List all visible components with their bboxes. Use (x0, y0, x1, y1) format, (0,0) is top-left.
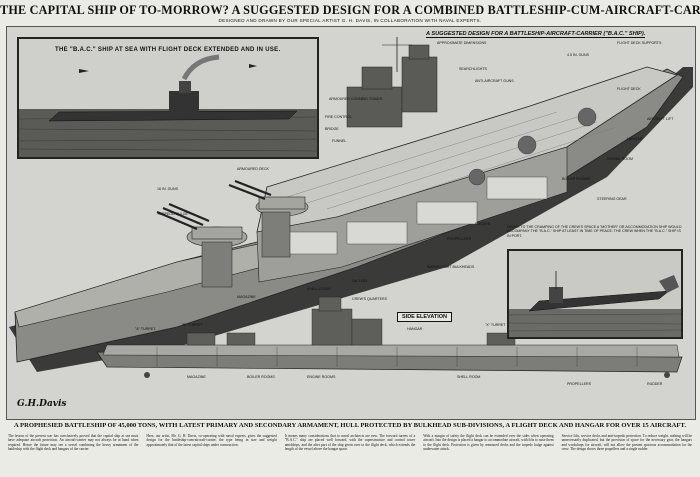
label: TORPEDO BULGE (157, 212, 188, 216)
elevation-label: HANGAR (407, 327, 423, 331)
label: BOILER ROOMS (562, 177, 590, 181)
elevation-label: "X" TURRET (485, 323, 506, 327)
label: ARMOURED CONNING TOWER (329, 97, 383, 101)
elevation-label: MAGAZINE (187, 375, 206, 379)
elevation-label: "B" TURRET (182, 323, 203, 327)
article-column: Service lifts, service decks and anti-to… (561, 434, 692, 451)
article-column: The lesson of the present war has conclu… (8, 434, 139, 451)
label: AIRCRAFT LIFT (647, 117, 674, 121)
label: HANGAR (627, 137, 643, 141)
label: WATER-TIGHT BULKHEADS (427, 265, 475, 269)
elevation-label: PROPELLERS (567, 382, 591, 386)
label: OIL FUEL (352, 279, 368, 283)
label: SHELL ROOM (307, 287, 331, 291)
side-elevation-label: SIDE ELEVATION (397, 312, 453, 322)
label: ENGINE ROOM (607, 157, 633, 161)
label: ANTI-AIRCRAFT GUNS (475, 79, 514, 83)
elevation-label: RUDDER (647, 382, 663, 386)
article-column: It means many considerations that to nav… (284, 434, 416, 451)
label: PROPELLERS (447, 237, 471, 241)
article-column: With a margin of safety the flight deck … (423, 434, 554, 451)
design-title: A SUGGESTED DESIGN FOR A BATTLESHIP-AIRC… (426, 31, 646, 38)
label: FIRE CONTROL (325, 115, 352, 119)
label: STEERING GEAR (597, 197, 627, 201)
inset-ship-at-sea: THE "B.A.C." SHIP AT SEA WITH FLIGHT DEC… (17, 37, 319, 159)
label: FLIGHT DECK SUPPORTS (617, 41, 662, 45)
inset-title: THE "B.A.C." SHIP AT SEA WITH FLIGHT DEC… (55, 47, 281, 53)
label: FLIGHT DECK (617, 87, 641, 91)
label: 4.5 IN. GUNS (567, 53, 589, 57)
elevation-label: SHELL ROOM (457, 375, 481, 379)
article-body: The lesson of the present war has conclu… (8, 434, 692, 474)
illustration-plate: THE "B.A.C." SHIP AT SEA WITH FLIGHT DEC… (6, 26, 696, 420)
label: BRIDGE (325, 127, 339, 131)
artist-signature: G.H.Davis (17, 399, 67, 409)
label: MAGAZINE (237, 295, 256, 299)
label: FUNNEL (332, 139, 347, 143)
inset-mother-ship (507, 249, 683, 339)
label: APPROXIMATE DIMENSIONS (437, 41, 487, 45)
cutaway-drawing (7, 27, 695, 419)
label: 16 IN. GUNS (157, 187, 178, 191)
elevation-label: ENGINE ROOMS (307, 375, 336, 379)
artist-credit: DESIGNED AND DRAWN BY OUR SPECIAL ARTIST… (218, 18, 482, 23)
figure-caption: A PROPHESIED BATTLESHIP OF 45,000 TONS, … (14, 422, 686, 429)
elevation-label: "A" TURRET (135, 327, 156, 331)
accommodation-note: OWING TO THE CRAMPING OF THE CREW'S SPAC… (507, 225, 682, 238)
label: SEARCHLIGHTS (459, 67, 487, 71)
label: RUDDER (475, 222, 491, 226)
page-title: THE CAPITAL SHIP OF TO-MORROW? A SUGGEST… (0, 3, 700, 17)
elevation-label: BOILER ROOMS (247, 375, 275, 379)
label: CREW'S QUARTERS (352, 297, 387, 301)
article-column: Here, our artist, Mr. G. H. Davis, co-op… (146, 434, 277, 447)
label: ARMOURED DECK (237, 167, 269, 171)
